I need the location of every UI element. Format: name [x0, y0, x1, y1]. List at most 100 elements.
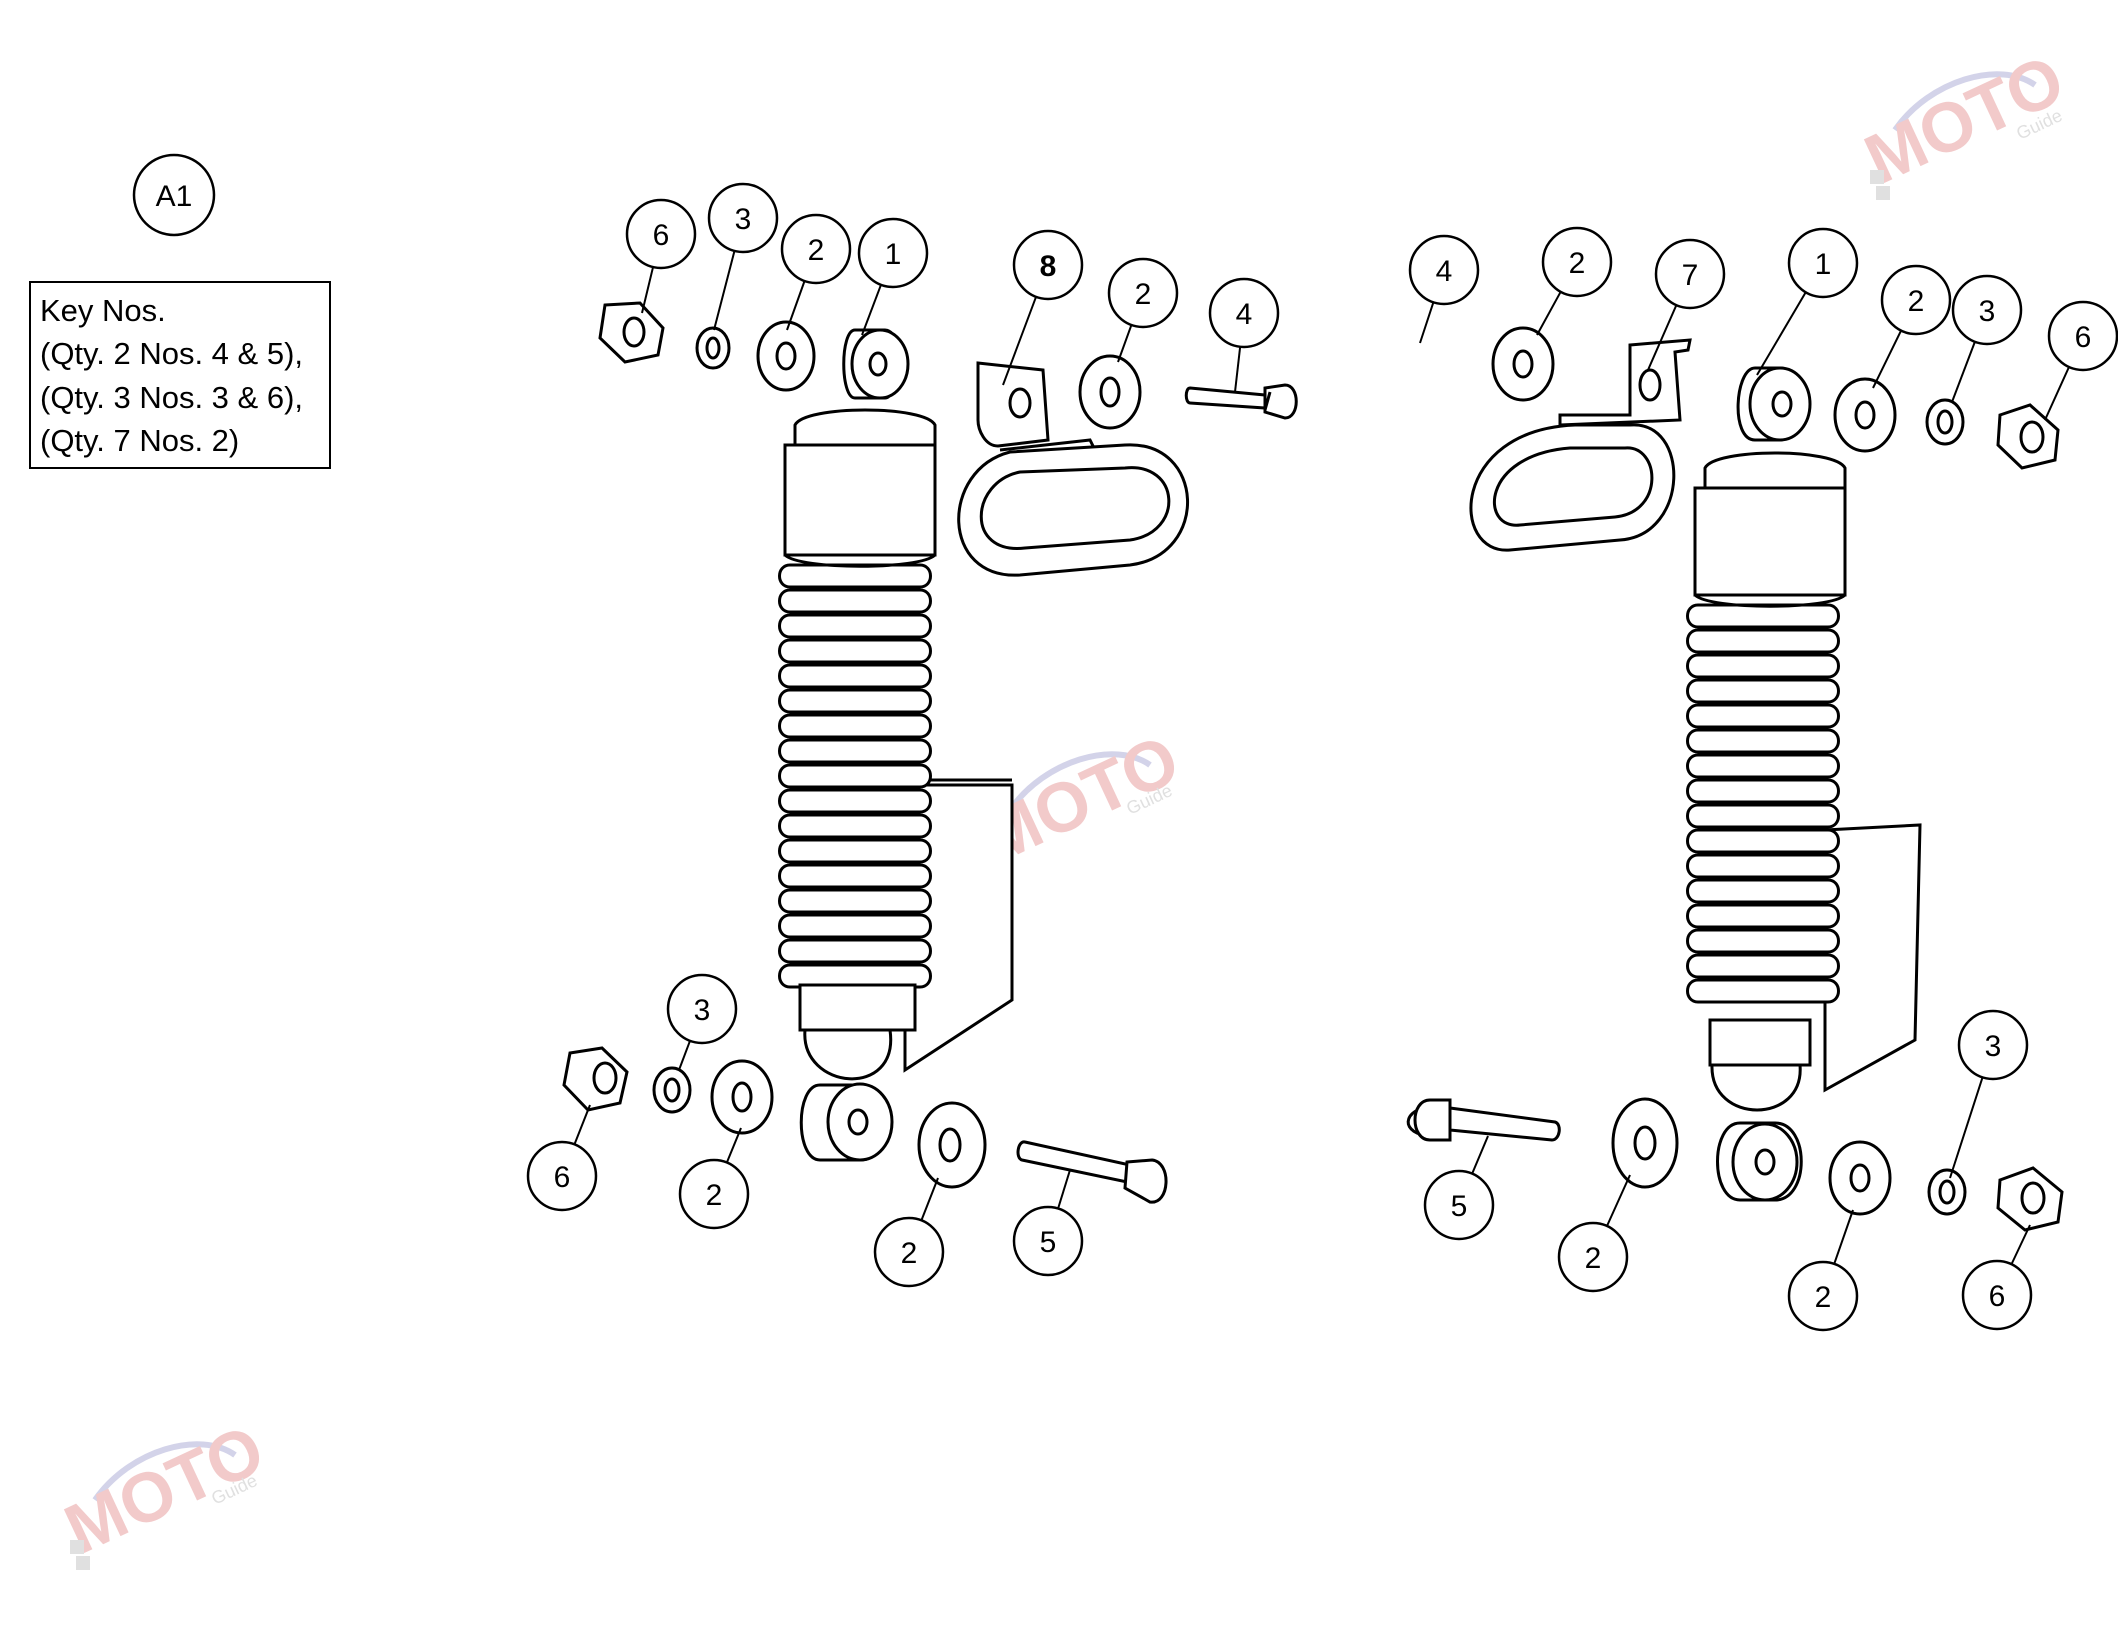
callout-circle: [1012, 229, 1084, 301]
callout-leader-line: [713, 250, 736, 331]
callout-label: 5: [1040, 1226, 1057, 1259]
left-spring: [778, 563, 932, 989]
callout-circle: [1107, 257, 1179, 329]
callout-label: 1: [1815, 248, 1832, 281]
callout-6: 6: [526, 1104, 598, 1212]
callout-circle: [678, 1158, 750, 1230]
callout-leader-line: [725, 1127, 742, 1163]
callout-circle: [857, 217, 929, 289]
callout-5: 5: [1423, 1135, 1495, 1241]
callout-leader-line: [641, 266, 655, 314]
callout-circle: [873, 1216, 945, 1288]
callout-label: 2: [1908, 285, 1925, 318]
callout-circle: [2047, 300, 2118, 372]
callout-label: 6: [1989, 1280, 2006, 1313]
callout-leader-line: [1117, 324, 1133, 363]
callout-leader-line: [1872, 330, 1902, 389]
callout-leader-line: [861, 284, 882, 336]
nut-icon: [1996, 1166, 2064, 1232]
callout-label: 6: [653, 219, 670, 252]
washer-icon: [1611, 1097, 1679, 1189]
callout-2: 2: [1557, 1174, 1631, 1293]
key-notes-line-2: (Qty. 2 Nos. 4 & 5),: [40, 336, 303, 371]
callout-circle: [1957, 1009, 2029, 1081]
callout-4: 4: [1208, 277, 1280, 393]
callout-circle: [666, 973, 738, 1045]
callout-label: 4: [1436, 255, 1453, 288]
callout-leader-line: [1057, 1169, 1071, 1209]
key-notes-line-4: (Qty. 7 Nos. 2): [40, 423, 239, 458]
callout-label: 7: [1682, 259, 1699, 292]
washer-icon: [1828, 1140, 1892, 1216]
callout-6: 6: [625, 198, 697, 314]
bolt-icon: [1184, 383, 1298, 420]
washer-icon: [1491, 326, 1555, 402]
callout-leader-line: [1949, 1077, 1984, 1179]
callout-circle: [1408, 234, 1480, 306]
left-bottom-hardware: [562, 1046, 1168, 1204]
callout-leader-line: [1419, 301, 1435, 344]
callout-leader-line: [1536, 291, 1562, 336]
callout-6: 6: [2044, 300, 2118, 421]
callout-label: 6: [554, 1161, 571, 1194]
callout-3: 3: [707, 182, 779, 331]
callout-label: 4: [1236, 298, 1253, 331]
washer-icon: [917, 1101, 987, 1189]
callout-3: 3: [666, 973, 738, 1071]
callout-leader-line: [678, 1040, 691, 1071]
callout-leader-line: [2010, 1224, 2031, 1265]
watermark-logo-bottom-left: MOTO Guide: [53, 1410, 275, 1570]
lock-washer-icon: [652, 1066, 692, 1114]
key-notes-line-3: (Qty. 3 Nos. 3 & 6),: [40, 380, 303, 415]
callout-2: 2: [678, 1127, 750, 1230]
callout-label: 2: [808, 234, 825, 267]
section-label: A1: [156, 180, 193, 213]
callout-2: 2: [1787, 1209, 1859, 1332]
callout-leader-line: [920, 1177, 939, 1221]
washer-icon: [756, 320, 816, 392]
callout-leader-line: [1471, 1135, 1489, 1175]
callout-2: 2: [780, 213, 852, 331]
callout-8: 8: [1002, 229, 1084, 386]
callout-2: 2: [1107, 257, 1179, 363]
callout-circle: [1951, 274, 2023, 346]
washer-icon: [1078, 354, 1142, 430]
nut-icon: [562, 1046, 629, 1112]
nut-icon: [598, 301, 665, 364]
callout-5: 5: [1012, 1169, 1084, 1277]
key-notes-line-1: Key Nos.: [40, 293, 166, 328]
callout-circle: [1654, 238, 1726, 310]
callout-6: 6: [1961, 1224, 2033, 1331]
right-top-hardware: [1469, 326, 2060, 552]
callout-1: 1: [1756, 227, 1859, 376]
callout-leader-line: [786, 280, 806, 331]
left-top-hardware: [598, 301, 1298, 577]
hanger-bracket-icon: [957, 361, 1190, 577]
nut-icon: [1996, 403, 2060, 470]
callout-leader-line: [1647, 304, 1678, 371]
callout-3: 3: [1949, 1009, 2029, 1179]
callout-leader-line: [573, 1104, 591, 1145]
callout-leader-line: [1833, 1209, 1854, 1265]
callout-1: 1: [857, 217, 929, 336]
right-spring: [1686, 603, 1840, 1004]
callout-leader-line: [1951, 341, 1976, 403]
callout-circle: [1961, 1259, 2033, 1331]
callout-2: 2: [873, 1177, 945, 1288]
callout-circle: [707, 182, 779, 254]
left-shock-absorber: [778, 328, 1014, 1162]
callout-leader-line: [1756, 291, 1807, 376]
callout-leader-line: [1002, 296, 1037, 386]
bolt-icon: [1016, 1140, 1168, 1204]
callout-leader-line: [2044, 366, 2070, 421]
hanger-bracket-icon: [1469, 338, 1692, 552]
lock-washer-icon: [1925, 398, 1965, 446]
lock-washer-icon: [695, 326, 731, 370]
callout-circle: [780, 213, 852, 285]
callout-label: 3: [735, 203, 752, 236]
callout-label: 5: [1451, 1190, 1468, 1223]
callout-circle: [1423, 1169, 1495, 1241]
